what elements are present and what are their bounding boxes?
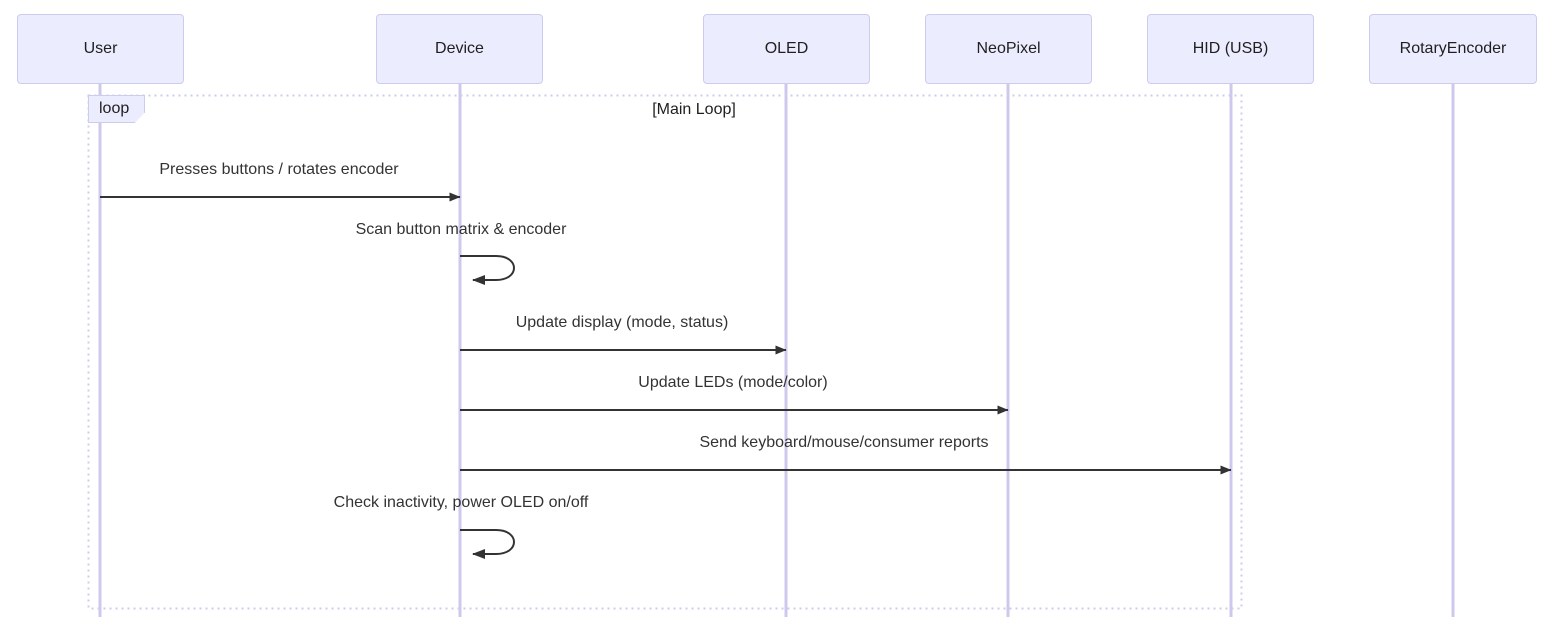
message-label-5: Check inactivity, power OLED on/off [333,494,589,511]
message-label-4: Send keyboard/mouse/consumer reports [699,434,989,451]
participant-oled[interactable]: OLED [703,14,870,84]
message-label-1: Scan button matrix & encoder [355,221,567,238]
participant-device[interactable]: Device [376,14,543,84]
participant-label-hid: HID (USB) [1192,40,1269,57]
loop-fragment-title: [Main Loop] [652,101,736,118]
participant-label-encoder: RotaryEncoder [1399,40,1507,57]
message-arrows-group [100,192,1232,559]
participant-label-user: User [83,40,118,57]
participant-label-neopixel: NeoPixel [976,40,1041,57]
participant-encoder[interactable]: RotaryEncoder [1369,14,1537,84]
participant-label-device: Device [435,40,484,57]
participant-user[interactable]: User [17,14,184,84]
participant-hid[interactable]: HID (USB) [1147,14,1314,84]
message-label-2: Update display (mode, status) [515,314,729,331]
loop-fragment-border [87,94,1243,610]
participant-label-oled: OLED [764,40,809,57]
self-message-5[interactable] [460,529,515,559]
loop-fragment-tag[interactable]: loop [88,95,145,123]
message-label-0: Presses buttons / rotates encoder [159,161,399,178]
participant-neopixel[interactable]: NeoPixel [925,14,1092,84]
loop-fragment-tag-label: loop [99,100,130,117]
loop-fragment-rect [87,94,1243,610]
message-label-3: Update LEDs (mode/color) [638,374,828,391]
self-message-1[interactable] [460,255,515,285]
